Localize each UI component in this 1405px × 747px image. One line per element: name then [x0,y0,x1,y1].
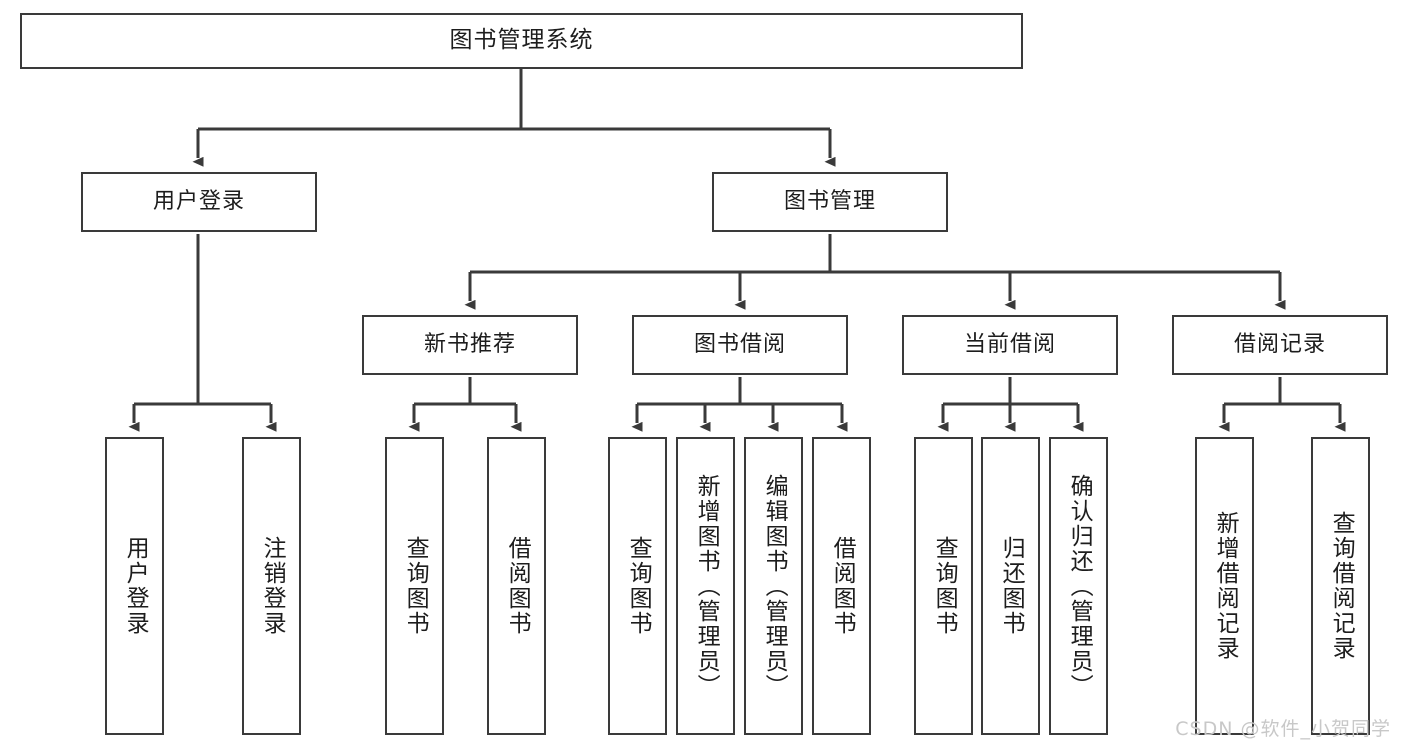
node-leaf-query-book-1-label: 查询图书 [402,536,429,636]
node-new-book-recommend[interactable]: 新书推荐 [362,315,578,375]
node-user-login[interactable]: 用户登录 [81,172,317,232]
node-leaf-query-book-3[interactable]: 查询图书 [914,437,973,735]
node-leaf-borrow-book-1-label: 借阅图书 [504,536,531,636]
node-leaf-add-book[interactable]: 新增图书（管理员） [676,437,735,735]
node-leaf-edit-book[interactable]: 编辑图书（管理员） [744,437,803,735]
node-borrow-record-label: 借阅记录 [1233,331,1326,357]
node-leaf-user-logout-label: 注销登录 [259,536,286,636]
node-leaf-query-book-3-label: 查询图书 [931,536,958,636]
node-leaf-user-logout[interactable]: 注销登录 [242,437,301,735]
node-book-manage[interactable]: 图书管理 [712,172,948,232]
node-leaf-query-record[interactable]: 查询借阅记录 [1311,437,1370,735]
node-leaf-add-record-label: 新增借阅记录 [1212,511,1239,661]
node-leaf-return-book-label: 归还图书 [998,536,1025,636]
node-current-borrow-label: 当前借阅 [963,331,1056,357]
node-leaf-query-book-1[interactable]: 查询图书 [385,437,444,735]
node-current-borrow[interactable]: 当前借阅 [902,315,1118,375]
node-book-manage-label: 图书管理 [783,188,876,214]
node-leaf-edit-book-label: 编辑图书（管理员） [761,473,788,699]
node-leaf-borrow-book-2[interactable]: 借阅图书 [812,437,871,735]
node-root[interactable]: 图书管理系统 [20,13,1023,69]
node-leaf-add-book-label: 新增图书（管理员） [693,473,720,699]
watermark: CSDN @软件_小贺同学 [1175,718,1391,740]
node-leaf-query-book-2-label: 查询图书 [625,536,652,636]
node-leaf-return-book[interactable]: 归还图书 [981,437,1040,735]
node-book-borrow-label: 图书借阅 [693,331,786,357]
node-leaf-confirm-return[interactable]: 确认归还（管理员） [1049,437,1108,735]
node-leaf-borrow-book-2-label: 借阅图书 [829,536,856,636]
node-leaf-borrow-book-1[interactable]: 借阅图书 [487,437,546,735]
node-leaf-user-login-label: 用户登录 [122,536,149,636]
node-new-book-recommend-label: 新书推荐 [423,331,516,357]
node-leaf-query-record-label: 查询借阅记录 [1328,511,1355,661]
node-root-label: 图书管理系统 [449,27,594,54]
node-leaf-user-login[interactable]: 用户登录 [105,437,164,735]
node-user-login-label: 用户登录 [152,188,245,214]
node-leaf-add-record[interactable]: 新增借阅记录 [1195,437,1254,735]
node-borrow-record[interactable]: 借阅记录 [1172,315,1388,375]
node-leaf-query-book-2[interactable]: 查询图书 [608,437,667,735]
node-leaf-confirm-return-label: 确认归还（管理员） [1066,473,1093,699]
node-book-borrow[interactable]: 图书借阅 [632,315,848,375]
